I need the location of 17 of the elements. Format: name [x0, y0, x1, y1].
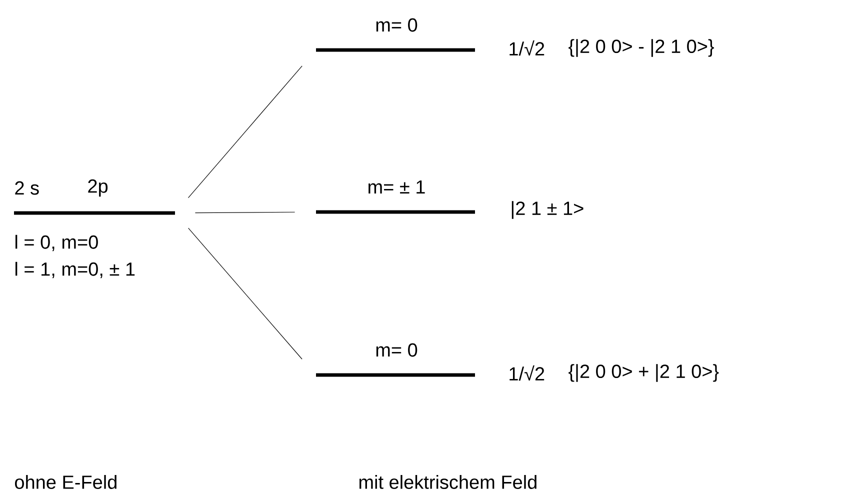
state-label: {|2 0 0> - |2 1 0>}	[568, 39, 714, 57]
level-label: l = 0, m=0	[16, 234, 98, 252]
level-label: m= 0	[376, 18, 418, 32]
level-label: l = 1, m=0, ± 1	[16, 262, 135, 278]
state-label: 1/√2	[510, 365, 544, 381]
level-label: m= 0	[376, 343, 418, 357]
split-line	[188, 228, 302, 360]
split-line	[188, 66, 302, 198]
state-label: |2 1 ± 1>	[512, 201, 584, 219]
level-label: 2p	[88, 179, 108, 197]
caption-text: mit elektrischem Feld	[359, 475, 536, 489]
split-line	[194, 212, 296, 214]
state-label: 1/√2	[510, 40, 544, 56]
state-label: {|2 0 0> + |2 1 0>}	[568, 364, 719, 382]
caption-text: ohne E-Feld	[15, 475, 116, 489]
level-label: 2 s	[15, 181, 39, 195]
level-label: m= ± 1	[368, 180, 425, 194]
